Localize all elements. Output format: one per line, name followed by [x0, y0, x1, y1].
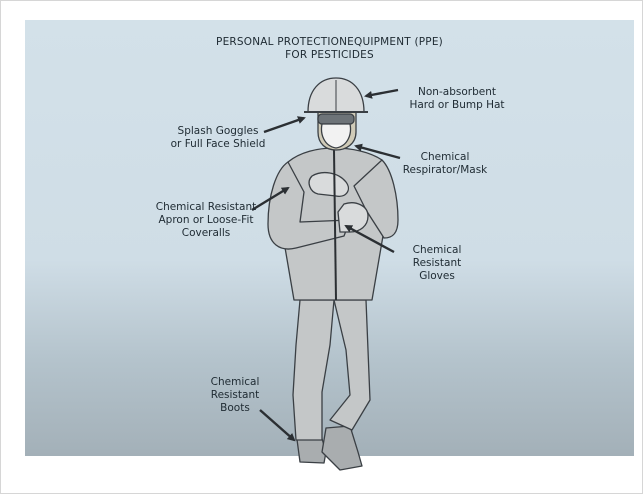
left-glove — [338, 203, 368, 232]
label-boots-line-2: Resistant — [200, 389, 270, 402]
right-leg — [330, 300, 370, 430]
label-goggles-line-2: or Full Face Shield — [163, 138, 273, 151]
label-boots-line-1: Chemical — [200, 376, 270, 389]
label-gloves: Chemical Resistant Gloves — [392, 244, 482, 283]
goggles — [318, 114, 354, 124]
label-apron: Chemical Resistant Apron or Loose-Fit Co… — [152, 201, 260, 240]
label-apron-line-2: Apron or Loose-Fit — [152, 214, 260, 227]
left-leg — [293, 300, 334, 440]
label-gloves-line-3: Gloves — [392, 270, 482, 283]
right-boot — [322, 426, 362, 470]
label-hat-line-2: Hard or Bump Hat — [392, 99, 522, 112]
label-hat: Non-absorbent Hard or Bump Hat — [392, 86, 522, 112]
label-goggles-line-1: Splash Goggles — [163, 125, 273, 138]
label-boots: Chemical Resistant Boots — [200, 376, 270, 415]
label-boots-line-3: Boots — [200, 402, 270, 415]
worker-figure — [268, 78, 398, 470]
label-respirator-line-1: Chemical — [390, 151, 500, 164]
label-respirator: Chemical Respirator/Mask — [390, 151, 500, 177]
label-gloves-line-1: Chemical — [392, 244, 482, 257]
label-apron-line-1: Chemical Resistant — [152, 201, 260, 214]
label-goggles: Splash Goggles or Full Face Shield — [163, 125, 273, 151]
label-apron-line-3: Coveralls — [152, 227, 260, 240]
label-gloves-line-2: Resistant — [392, 257, 482, 270]
label-respirator-line-2: Respirator/Mask — [390, 164, 500, 177]
label-hat-line-1: Non-absorbent — [392, 86, 522, 99]
